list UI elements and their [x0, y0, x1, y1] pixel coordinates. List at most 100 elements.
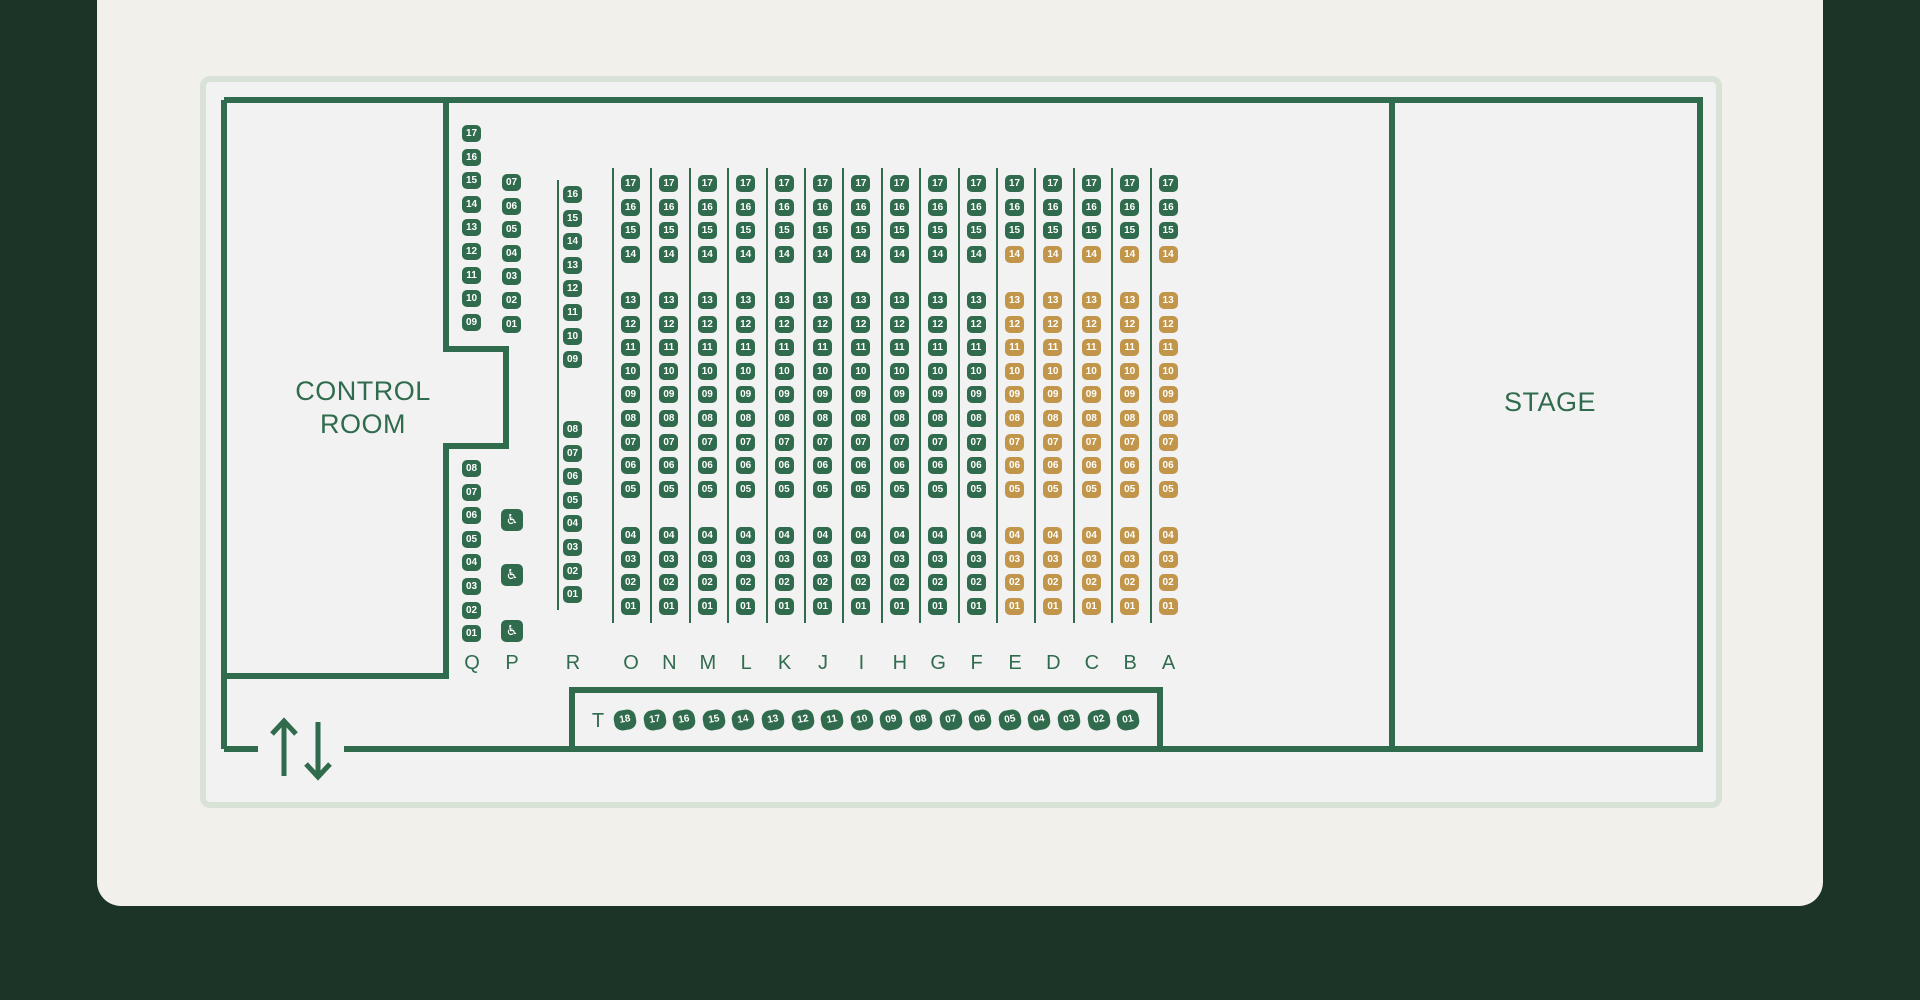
seat-m-17[interactable]: 17 [697, 175, 717, 192]
seat-o-02[interactable]: 02 [621, 574, 640, 592]
seat-h-08[interactable]: 08 [889, 410, 909, 427]
seat-b-16[interactable]: 16 [1120, 198, 1140, 216]
seat-o-12[interactable]: 12 [621, 315, 640, 333]
seat-b-03[interactable]: 03 [1120, 550, 1140, 568]
seat-g-04[interactable]: 04 [928, 527, 948, 544]
seat-h-04[interactable]: 04 [889, 527, 909, 544]
seat-o-11[interactable]: 11 [621, 339, 640, 357]
wheelchair-icon[interactable]: ♿ [501, 620, 523, 642]
seat-f-04[interactable]: 04 [966, 527, 986, 544]
seat-h-17[interactable]: 17 [889, 175, 909, 192]
seat-k-05[interactable]: 05 [774, 480, 794, 498]
seat-o-07[interactable]: 07 [621, 433, 640, 451]
seat-d-02[interactable]: 02 [1043, 574, 1063, 592]
seat-a-02[interactable]: 02 [1158, 574, 1178, 592]
seat-k-03[interactable]: 03 [774, 550, 794, 568]
seat-d-05[interactable]: 05 [1043, 480, 1063, 498]
seat-b-10[interactable]: 10 [1120, 362, 1140, 380]
seat-j-06[interactable]: 06 [813, 457, 832, 475]
seat-l-10[interactable]: 10 [736, 362, 756, 380]
seat-c-02[interactable]: 02 [1081, 574, 1101, 592]
seat-m-02[interactable]: 02 [697, 574, 717, 592]
seat-i-12[interactable]: 12 [851, 315, 871, 333]
seat-a-15[interactable]: 15 [1158, 222, 1178, 240]
seat-j-11[interactable]: 11 [813, 339, 832, 357]
seat-i-03[interactable]: 03 [851, 550, 871, 568]
seat-o-06[interactable]: 06 [621, 457, 640, 475]
seat-g-11[interactable]: 11 [928, 339, 948, 357]
seat-l-08[interactable]: 08 [736, 410, 756, 427]
seat-o-13[interactable]: 13 [621, 292, 640, 309]
seat-a-09[interactable]: 09 [1158, 386, 1178, 404]
wheelchair-icon[interactable]: ♿ [501, 564, 523, 586]
seat-g-07[interactable]: 07 [928, 433, 948, 451]
seat-m-13[interactable]: 13 [697, 292, 717, 309]
seat-i-13[interactable]: 13 [851, 292, 871, 309]
seat-q-05[interactable]: 05 [462, 530, 481, 548]
seat-a-13[interactable]: 13 [1158, 292, 1178, 309]
seat-b-07[interactable]: 07 [1120, 433, 1140, 451]
seat-a-07[interactable]: 07 [1158, 433, 1178, 451]
seat-f-08[interactable]: 08 [966, 410, 986, 427]
seat-j-07[interactable]: 07 [813, 433, 832, 451]
seat-q-07[interactable]: 07 [462, 483, 481, 501]
seat-m-09[interactable]: 09 [697, 386, 717, 404]
seat-m-07[interactable]: 07 [697, 433, 717, 451]
seat-j-12[interactable]: 12 [813, 315, 832, 333]
seat-m-05[interactable]: 05 [697, 480, 717, 498]
seat-j-01[interactable]: 01 [813, 597, 832, 615]
seat-q-06[interactable]: 06 [462, 507, 481, 525]
seat-r-09[interactable]: 09 [563, 351, 582, 369]
seat-e-03[interactable]: 03 [1005, 550, 1024, 568]
seat-j-10[interactable]: 10 [813, 362, 832, 380]
seat-q-10[interactable]: 10 [462, 290, 481, 308]
seat-j-16[interactable]: 16 [813, 198, 832, 216]
seat-i-17[interactable]: 17 [851, 175, 871, 192]
seat-h-01[interactable]: 01 [889, 597, 909, 615]
seat-k-16[interactable]: 16 [774, 198, 794, 216]
seat-q-09[interactable]: 09 [462, 313, 481, 331]
seat-g-14[interactable]: 14 [928, 245, 948, 263]
seat-f-13[interactable]: 13 [966, 292, 986, 309]
seat-e-05[interactable]: 05 [1005, 480, 1024, 498]
seat-i-09[interactable]: 09 [851, 386, 871, 404]
seat-c-01[interactable]: 01 [1081, 597, 1101, 615]
seat-c-14[interactable]: 14 [1081, 245, 1101, 263]
seat-l-09[interactable]: 09 [736, 386, 756, 404]
seat-n-09[interactable]: 09 [659, 386, 679, 404]
seat-p-01[interactable]: 01 [502, 315, 521, 333]
seat-h-03[interactable]: 03 [889, 550, 909, 568]
seat-r-03[interactable]: 03 [563, 539, 582, 556]
seat-r-13[interactable]: 13 [563, 256, 582, 274]
seat-i-10[interactable]: 10 [851, 362, 871, 380]
seat-f-16[interactable]: 16 [966, 198, 986, 216]
seat-l-14[interactable]: 14 [736, 245, 756, 263]
seat-b-12[interactable]: 12 [1120, 315, 1140, 333]
seat-o-16[interactable]: 16 [621, 198, 640, 216]
seat-g-06[interactable]: 06 [928, 457, 948, 475]
seat-c-12[interactable]: 12 [1081, 315, 1101, 333]
seat-e-07[interactable]: 07 [1005, 433, 1024, 451]
seat-a-17[interactable]: 17 [1158, 175, 1178, 192]
seat-n-10[interactable]: 10 [659, 362, 679, 380]
seat-d-17[interactable]: 17 [1043, 175, 1063, 192]
seat-n-15[interactable]: 15 [659, 222, 679, 240]
seat-m-15[interactable]: 15 [697, 222, 717, 240]
seat-l-07[interactable]: 07 [736, 433, 756, 451]
seat-p-02[interactable]: 02 [502, 292, 521, 309]
seat-a-11[interactable]: 11 [1158, 339, 1178, 357]
seat-k-06[interactable]: 06 [774, 457, 794, 475]
seat-m-11[interactable]: 11 [697, 339, 717, 357]
seat-d-13[interactable]: 13 [1043, 292, 1063, 309]
seat-n-02[interactable]: 02 [659, 574, 679, 592]
seat-m-08[interactable]: 08 [697, 410, 717, 427]
seat-q-15[interactable]: 15 [462, 172, 481, 190]
seat-k-11[interactable]: 11 [774, 339, 794, 357]
seat-d-11[interactable]: 11 [1043, 339, 1063, 357]
seat-b-01[interactable]: 01 [1120, 597, 1140, 615]
seat-m-16[interactable]: 16 [697, 198, 717, 216]
seat-h-11[interactable]: 11 [889, 339, 909, 357]
seat-b-02[interactable]: 02 [1120, 574, 1140, 592]
seat-m-10[interactable]: 10 [697, 362, 717, 380]
seat-c-16[interactable]: 16 [1081, 198, 1101, 216]
